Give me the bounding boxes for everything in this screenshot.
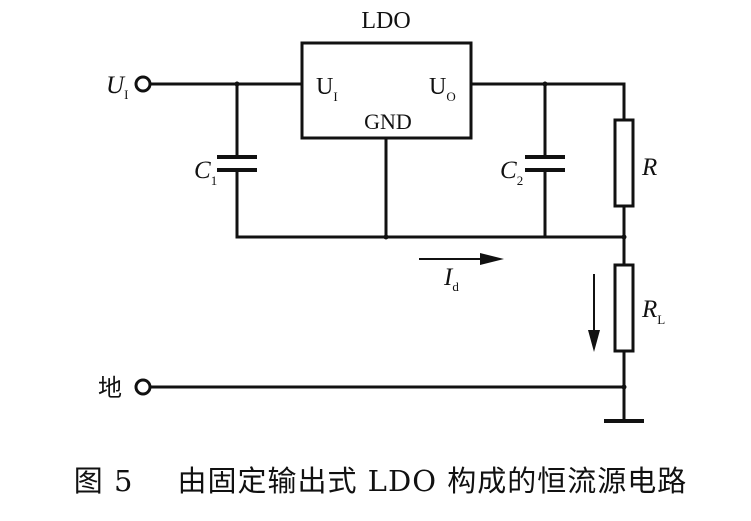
input-terminal (134, 75, 152, 93)
output-wire (469, 82, 626, 122)
c1-label: C1 (194, 157, 217, 188)
figure-number: 图 5 (73, 464, 134, 498)
c2-label: C2 (500, 157, 523, 188)
ldo-gnd-pin: GND (364, 109, 412, 134)
node-gnd-rail (383, 234, 389, 240)
ground-terminal-label: 地 (98, 374, 122, 402)
ground-terminal (134, 378, 152, 396)
ldo-title: LDO (361, 8, 410, 34)
ldo-output-pin: UO (429, 74, 456, 104)
rl-label: RL (641, 296, 665, 327)
node-rail-right (621, 234, 627, 240)
input-terminal-label: UI (106, 72, 128, 102)
node-c2-top (542, 81, 548, 87)
rl-current-arrow-head (588, 330, 600, 352)
r-label: R (641, 154, 657, 181)
ldo-input-pin: UI (316, 74, 338, 104)
node-ground-right (621, 384, 627, 390)
node-c1-top (234, 81, 240, 87)
figure-caption: 图 5 由固定输出式 LDO 构成的恒流源电路 (0, 458, 751, 508)
resistor-rl (613, 263, 635, 353)
resistor-r (613, 118, 635, 208)
figure-title: 由固定输出式 LDO 构成的恒流源电路 (177, 464, 688, 498)
current-label: Id (443, 264, 459, 294)
current-arrow-head (480, 253, 504, 265)
